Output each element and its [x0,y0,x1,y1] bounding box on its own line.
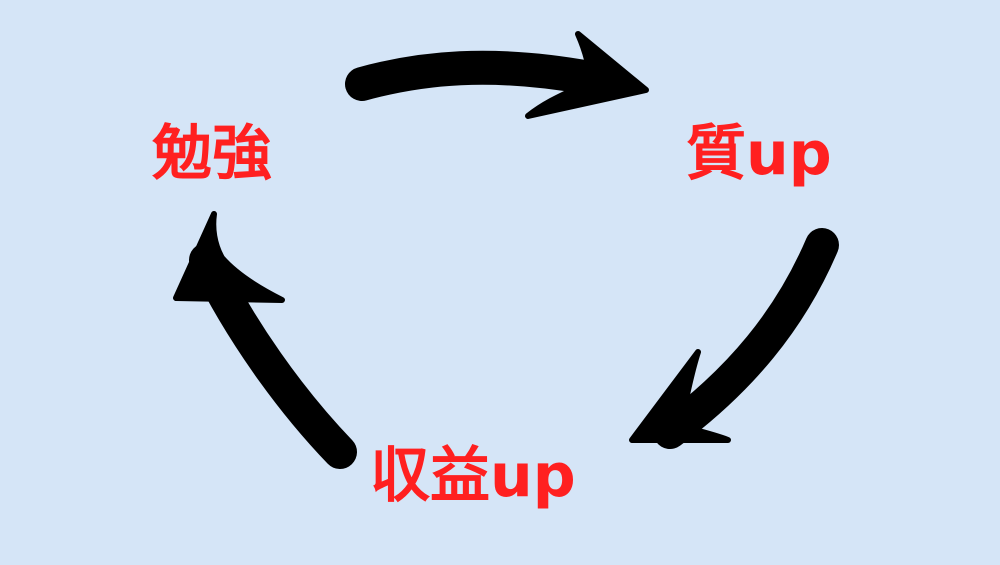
arrow-shaft [345,50,607,101]
arrow-shaft [653,228,839,449]
node-study-label: 勉強 [152,119,272,189]
node-revenue-label: 収益up [370,441,576,511]
arrow-study-to-quality [345,31,649,119]
arrow-head [629,349,731,443]
arrow-revenue-to-study [173,211,357,469]
arrow-head [173,211,285,303]
arrow-head [525,31,649,119]
node-quality-label: 質up [686,119,832,189]
arrow-quality-to-revenue [629,228,839,449]
